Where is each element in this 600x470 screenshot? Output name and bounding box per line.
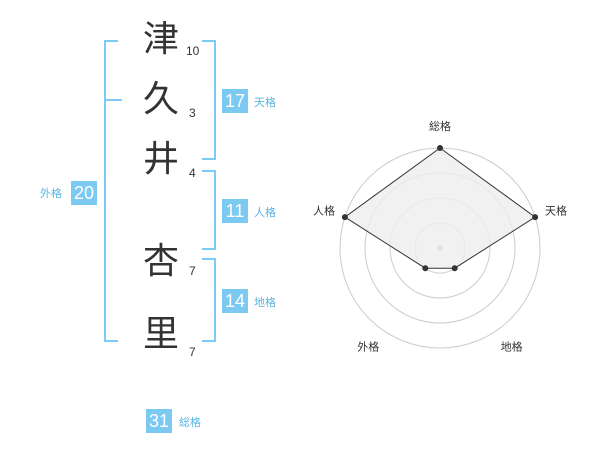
gaikaku-label: 外格 [40, 187, 62, 200]
tenkaku-badge: 17 [222, 89, 248, 113]
stroke-count-3: 4 [189, 166, 196, 180]
chikaku-label: 地格 [254, 296, 276, 309]
radar-axis-label-1: 総格 [429, 119, 451, 133]
name-character-1: 津 [142, 19, 179, 60]
radar-area-polygon [344, 147, 536, 269]
chikaku-bracket [202, 258, 216, 342]
stroke-count-1: 10 [186, 44, 200, 58]
tenkaku-bracket [202, 40, 216, 160]
radar-point-5 [341, 214, 348, 221]
radar-axis-label-4: 外格 [357, 340, 379, 354]
jinkaku-label: 人格 [254, 206, 276, 219]
radar-axis-label-5: 人格 [313, 203, 335, 217]
radar-point-4 [422, 265, 429, 272]
name-character-3: 井 [142, 139, 179, 180]
radar-point-3 [451, 265, 458, 272]
jinkaku-bracket [202, 170, 216, 250]
soukaku-badge: 31 [146, 409, 172, 433]
stroke-count-5: 7 [189, 345, 196, 359]
name-character-4: 杏 [142, 241, 179, 282]
jinkaku-badge: 11 [222, 199, 248, 223]
radar-axis-label-2: 天格 [545, 203, 567, 217]
gaikaku-bracket [104, 40, 118, 342]
chikaku-badge: 14 [222, 289, 248, 313]
name-character-5: 里 [142, 314, 179, 355]
radar-point-1 [437, 145, 443, 151]
stroke-count-2: 3 [189, 106, 196, 120]
gaikaku-bracket-tick [104, 99, 122, 101]
radar-point-2 [532, 214, 539, 221]
gaikaku-badge: 20 [71, 181, 97, 205]
name-character-2: 久 [142, 79, 179, 120]
radar-axis-label-3: 地格 [501, 340, 523, 354]
stroke-count-4: 7 [189, 264, 196, 278]
tenkaku-label: 天格 [254, 96, 276, 109]
soukaku-label: 総格 [179, 416, 201, 429]
